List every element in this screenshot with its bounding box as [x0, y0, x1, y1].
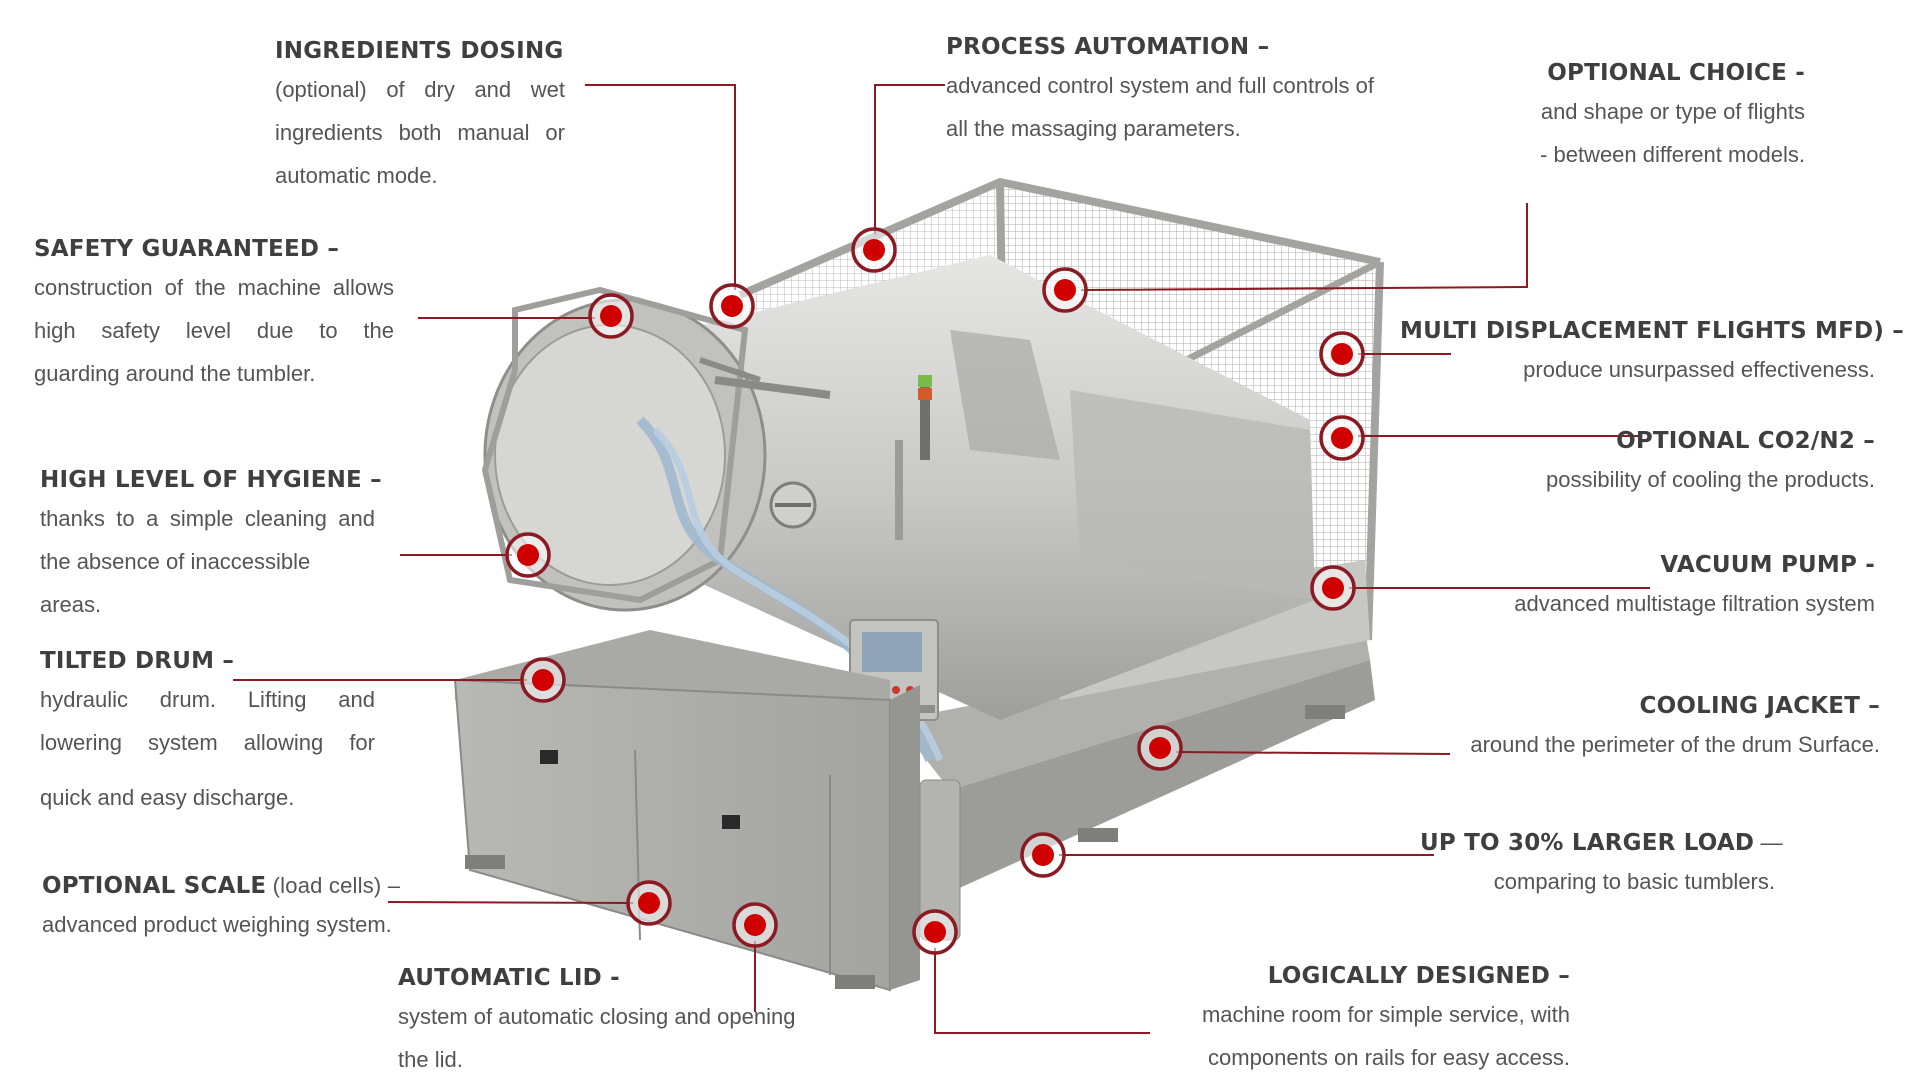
- callout-title: SAFETY GUARANTEED –: [34, 236, 340, 262]
- callout-line: the absence of inaccessible areas.: [40, 549, 311, 617]
- callout-line: lowering system allowing for: [40, 730, 375, 755]
- connector-line-ingredients-dosing: [585, 84, 736, 290]
- callout-line: produce unsurpassed effectiveness.: [1523, 357, 1875, 382]
- callout-line: comparing to basic tumblers.: [1493, 869, 1775, 894]
- callout-title: PROCESS AUTOMATION –: [946, 34, 1270, 60]
- callout-title: HIGH LEVEL OF HYGIENE –: [40, 467, 382, 493]
- hotspot-marker-icon-hygiene[interactable]: [505, 532, 551, 578]
- callout-line: advanced multistage filtration system: [1514, 591, 1875, 616]
- hotspot-marker-icon-optional-scale[interactable]: [626, 880, 672, 926]
- callout-title: COOLING JACKET –: [1639, 693, 1880, 719]
- callout-line: system of automatic closing and opening: [398, 1004, 796, 1029]
- callout-title: LOGICALLY DESIGNED –: [1267, 963, 1570, 989]
- callout-process-automation: PROCESS AUTOMATION – advanced control sy…: [946, 34, 1426, 150]
- callout-line: components on rails for easy access.: [1208, 1045, 1570, 1070]
- connector-line-logically-designed: [934, 948, 1150, 1034]
- hotspot-marker-icon-vacuum-pump[interactable]: [1310, 565, 1356, 611]
- connector-line-process-automation: [874, 84, 945, 234]
- callout-title: OPTIONAL CO2/N2 –: [1616, 428, 1875, 454]
- callout-title: AUTOMATIC LID -: [398, 965, 620, 991]
- callout-multi-displacement-flights: MULTI DISPLACEMENT FLIGHTS MFD) – produc…: [1400, 318, 1904, 391]
- hotspot-markers: [505, 227, 1365, 955]
- hotspot-marker-icon-automatic-lid[interactable]: [732, 902, 778, 948]
- callout-line: advanced control system and full control…: [946, 73, 1375, 98]
- callout-line: quick and easy discharge.: [40, 785, 295, 810]
- connector-line-optional-scale: [387, 901, 634, 904]
- callout-title-suffix: (load cells) –: [266, 873, 401, 898]
- callout-safety-guaranteed: SAFETY GUARANTEED – construction of the …: [34, 236, 394, 395]
- callout-connector-lines: [233, 84, 1650, 1034]
- callout-title: TILTED DRUM –: [40, 648, 235, 674]
- connector-line-optional-choice: [1080, 203, 1528, 291]
- callout-optional-choice: OPTIONAL CHOICE - and shape or type of f…: [1500, 60, 1805, 176]
- hotspot-marker-icon-ingredients-dosing[interactable]: [709, 283, 755, 329]
- callout-title: MULTI DISPLACEMENT FLIGHTS MFD) –: [1400, 318, 1904, 344]
- callout-title: UP TO 30% LARGER LOAD: [1420, 830, 1755, 856]
- callout-ingredients-dosing: INGREDIENTS DOSING (optional) of dry and…: [275, 38, 565, 197]
- callout-line: hydraulic drum. Lifting and: [40, 687, 375, 712]
- hotspot-marker-icon-optional-choice[interactable]: [1042, 267, 1088, 313]
- leveling-feet: [465, 705, 1345, 989]
- hotspot-marker-icon-mfd[interactable]: [1319, 331, 1365, 377]
- callout-line: all the massaging parameters.: [946, 116, 1241, 141]
- callout-vacuum-pump: VACUUM PUMP - advanced multistage filtra…: [1480, 552, 1875, 625]
- callout-line: high safety level due to the: [34, 318, 394, 343]
- callout-line: and shape or type of flights: [1540, 99, 1805, 124]
- callout-line: construction of the machine allows: [34, 275, 394, 300]
- callout-line: guarding around the tumbler.: [34, 361, 316, 386]
- callout-line: (optional) of dry and wet: [275, 77, 565, 102]
- callout-line: around the perimeter of the drum Surface…: [1470, 732, 1880, 757]
- callout-title: INGREDIENTS DOSING: [275, 38, 564, 64]
- callout-line: machine room for simple service, with: [1201, 1002, 1570, 1027]
- callout-line: thanks to a simple cleaning and: [40, 506, 375, 531]
- hotspot-marker-icon-larger-load[interactable]: [1020, 832, 1066, 878]
- hotspot-marker-icon-logically-designed[interactable]: [912, 909, 958, 955]
- callout-title: OPTIONAL SCALE: [42, 873, 267, 899]
- callout-title-suffix: —: [1754, 830, 1783, 855]
- callout-optional-scale: OPTIONAL SCALE (load cells) – advanced p…: [42, 873, 422, 946]
- callout-cooling-jacket: COOLING JACKET – around the perimeter of…: [1440, 693, 1880, 766]
- hotspot-marker-icon-process-automation[interactable]: [851, 227, 897, 273]
- callout-line: possibility of cooling the products.: [1546, 467, 1875, 492]
- callout-line: advanced product weighing system.: [42, 912, 392, 937]
- hotspot-marker-icon-co2-n2[interactable]: [1319, 415, 1365, 461]
- hotspot-marker-icon-cooling-jacket[interactable]: [1137, 725, 1183, 771]
- callout-automatic-lid: AUTOMATIC LID - system of automatic clos…: [398, 965, 818, 1081]
- callout-line: ingredients both manual or: [275, 120, 565, 145]
- connector-line-cooling-jacket: [1175, 751, 1451, 755]
- callout-line: - between different models.: [1540, 142, 1805, 167]
- callout-larger-load: UP TO 30% LARGER LOAD — comparing to bas…: [1420, 830, 1783, 903]
- hotspot-marker-icon-safety-guaranteed[interactable]: [588, 293, 634, 339]
- callout-optional-co2-n2: OPTIONAL CO2/N2 – possibility of cooling…: [1480, 428, 1875, 501]
- callout-title: VACUUM PUMP -: [1660, 552, 1875, 578]
- callout-title: OPTIONAL CHOICE -: [1547, 60, 1805, 86]
- callout-line: automatic mode.: [275, 163, 438, 188]
- callout-high-level-of-hygiene: HIGH LEVEL OF HYGIENE – thanks to a simp…: [40, 467, 382, 626]
- callout-tilted-drum: TILTED DRUM – hydraulic drum. Lifting an…: [40, 648, 375, 819]
- callout-logically-designed: LOGICALLY DESIGNED – machine room for si…: [1160, 963, 1570, 1079]
- callout-line: the lid.: [398, 1047, 463, 1072]
- hotspot-marker-icon-tilted-drum[interactable]: [520, 657, 566, 703]
